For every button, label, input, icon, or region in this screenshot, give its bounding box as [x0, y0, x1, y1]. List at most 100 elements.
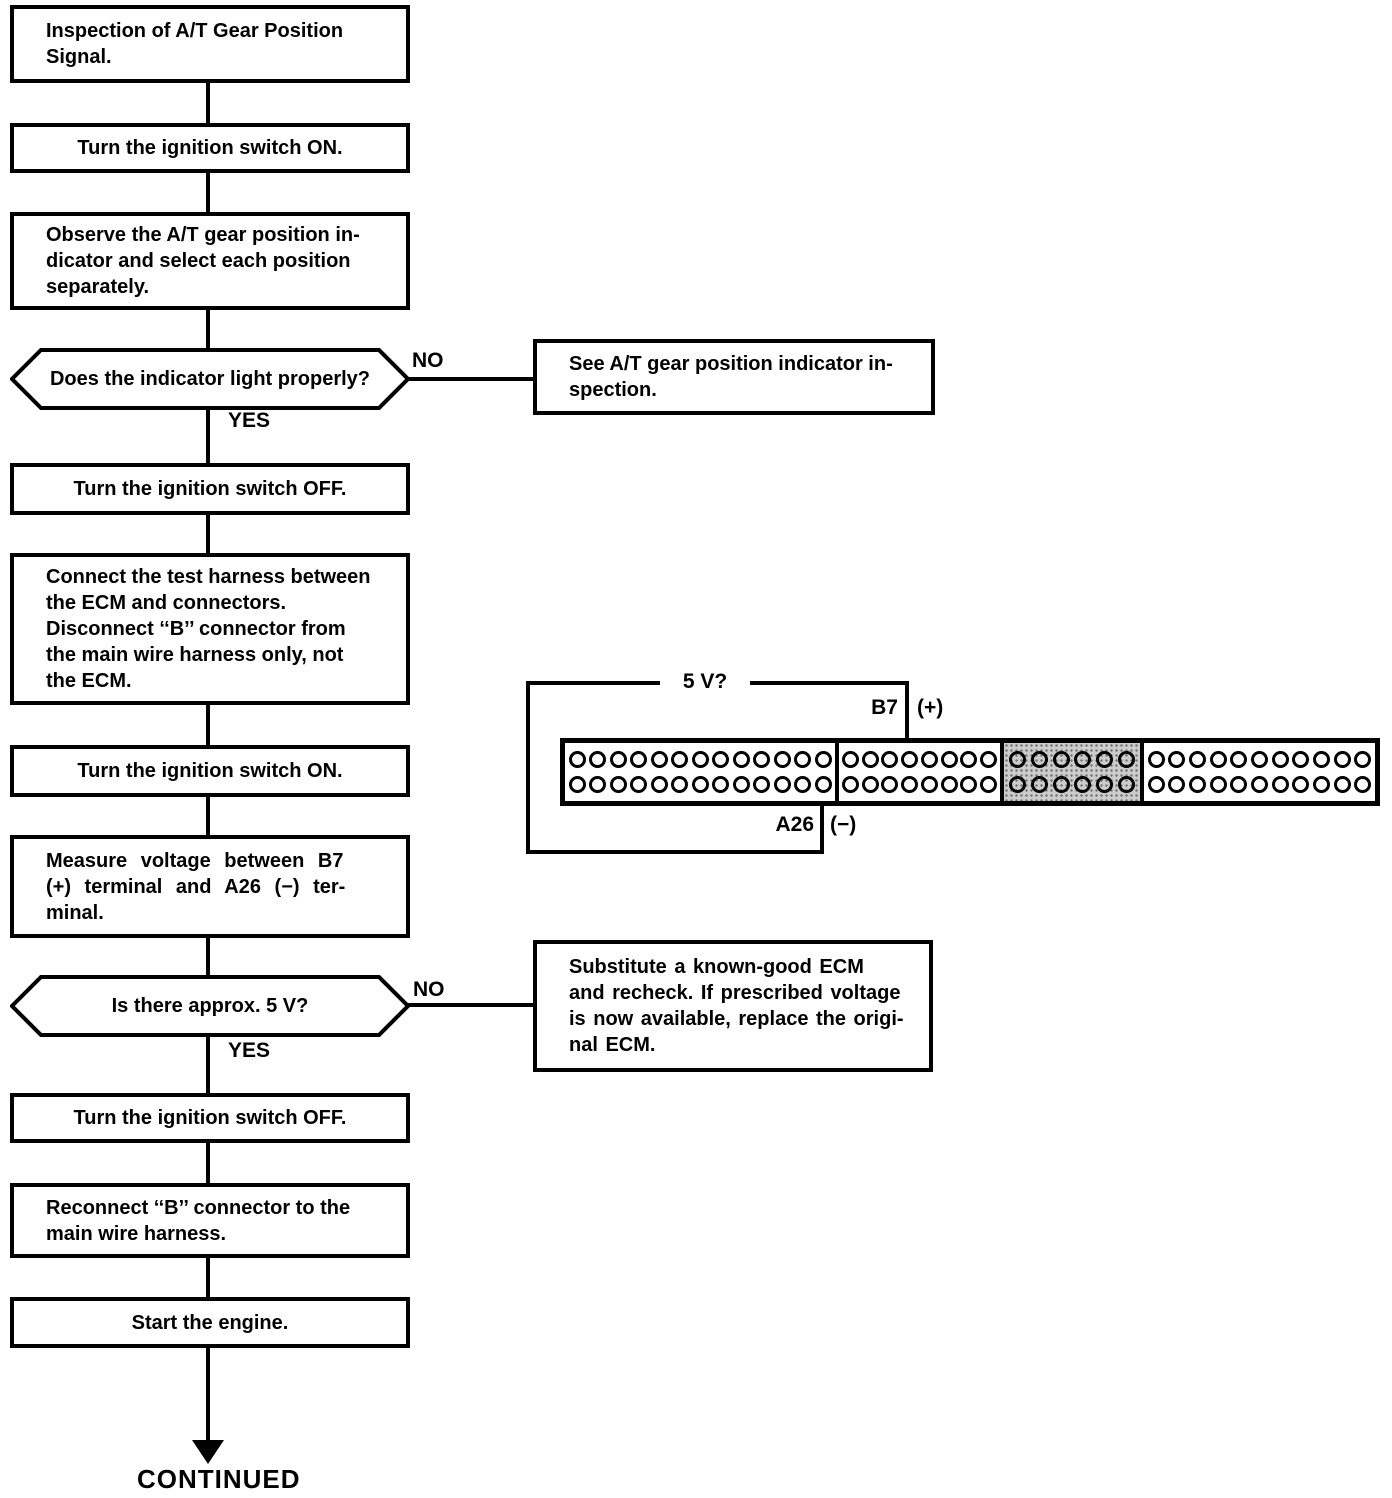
connector-section-a [565, 743, 839, 801]
pin-circle [1292, 776, 1310, 793]
pin-circle [901, 776, 919, 793]
pin-circle [773, 776, 791, 793]
pin-circle [1250, 776, 1268, 793]
pin-circle [753, 751, 770, 768]
flow-line [206, 408, 210, 463]
pin-circle [841, 751, 859, 768]
pin-circle [1168, 751, 1186, 768]
flow-box-reconnect-b-connector: Reconnect ‘‘B’’ connector to the main wi… [10, 1183, 410, 1258]
pin-circle [1074, 776, 1092, 793]
decision-approx-5v-label: Is there approx. 5 V? [111, 994, 309, 1017]
flow-line [206, 310, 210, 349]
flow-box-measure-voltage: Measure voltage between B7 (+) terminal … [10, 835, 410, 938]
flow-line-no-2 [408, 1003, 537, 1007]
decision-approx-5v: Is there approx. 5 V? [10, 975, 410, 1037]
pin-circle [920, 776, 938, 793]
pin-circle [1030, 751, 1048, 768]
pin-circle [960, 751, 978, 768]
pin-row [839, 751, 1000, 768]
pin-circle [881, 776, 899, 793]
pin-circle [1168, 776, 1186, 793]
flow-line [206, 173, 210, 212]
pin-row [565, 776, 835, 793]
probe-lead-a26 [820, 793, 824, 854]
pin-circle [1096, 776, 1114, 793]
flow-box-see-inspection: See A/T gear position indicator in- spec… [533, 339, 935, 415]
probe-lead-b7 [905, 681, 909, 751]
pin-circle [1354, 751, 1372, 768]
pin-circle [568, 751, 586, 768]
flow-line [206, 705, 210, 745]
pin-row [1004, 776, 1140, 793]
flow-box-ignition-off-2: Turn the ignition switch OFF. [10, 1093, 410, 1143]
connector-section-shaded [1004, 743, 1144, 801]
pin-circle [1250, 751, 1268, 768]
decision-hexagon-shape [10, 975, 410, 1037]
pin-row [839, 776, 1000, 793]
flow-line [206, 83, 210, 123]
pin-circle [691, 751, 709, 768]
pin-circle [1271, 776, 1289, 793]
decision-indicator-light-label: Does the indicator light properly? [49, 367, 371, 390]
pin-row [1144, 751, 1375, 768]
pin-circle [630, 776, 647, 793]
pin-circle [732, 751, 750, 768]
pin-circle [1188, 776, 1206, 793]
pin-circle [712, 751, 729, 768]
pin-circle [1354, 776, 1372, 793]
pin-circle [1008, 751, 1026, 768]
pin-circle [1074, 751, 1092, 768]
flow-box-ignition-on-1: Turn the ignition switch ON. [10, 123, 410, 173]
pin-circle [920, 751, 938, 768]
no-label-1: NO [412, 349, 444, 372]
pin-circle [589, 776, 606, 793]
pin-circle [650, 751, 668, 768]
pin-circle [609, 776, 627, 793]
pin-circle [881, 751, 899, 768]
flow-line [206, 1258, 210, 1297]
pin-circle [568, 776, 586, 793]
pin-circle [901, 751, 919, 768]
pin-circle [814, 776, 832, 793]
pin-circle [1333, 751, 1351, 768]
pin-circle [1230, 751, 1248, 768]
continued-label: CONTINUED [137, 1464, 301, 1494]
b7-terminal-label: B7 [871, 696, 898, 719]
voltage-query-label: 5 V? [660, 668, 750, 696]
yes-label-1: YES [228, 409, 271, 432]
pin-circle [940, 776, 958, 793]
flow-line [206, 797, 210, 835]
ecm-connector-diagram [560, 738, 1380, 806]
down-arrow-icon [192, 1440, 224, 1464]
pin-circle [1030, 776, 1048, 793]
flow-box-connect-test-harness: Connect the test harness between the ECM… [10, 553, 410, 705]
pin-circle [1118, 751, 1136, 768]
pin-circle [671, 776, 688, 793]
pin-circle [1312, 751, 1330, 768]
pin-circle [671, 751, 688, 768]
pin-circle [1312, 776, 1330, 793]
pin-circle [861, 776, 879, 793]
pin-row [565, 751, 835, 768]
flow-line [206, 1143, 210, 1183]
pin-row [1004, 751, 1140, 768]
pin-circle [1147, 751, 1165, 768]
pin-circle [960, 776, 978, 793]
flow-arrow-shaft [206, 1348, 210, 1444]
pin-circle [1209, 776, 1227, 793]
pin-circle [1052, 776, 1070, 793]
decision-indicator-light: Does the indicator light properly? [10, 348, 410, 410]
pin-circle [773, 751, 791, 768]
pin-circle [980, 776, 998, 793]
a26-polarity-label: (−) [830, 813, 857, 836]
pin-circle [732, 776, 750, 793]
flow-box-observe-indicator: Observe the A/T gear position in- dicato… [10, 212, 410, 310]
pin-circle [1096, 751, 1114, 768]
pin-circle [753, 776, 770, 793]
pin-circle [712, 776, 729, 793]
pin-circle [861, 751, 879, 768]
flow-box-substitute-ecm: Substitute a known-good ECM and recheck.… [533, 940, 933, 1072]
flow-box-ignition-on-2: Turn the ignition switch ON. [10, 745, 410, 797]
b7-polarity-label: (+) [917, 696, 944, 719]
pin-circle [980, 751, 998, 768]
